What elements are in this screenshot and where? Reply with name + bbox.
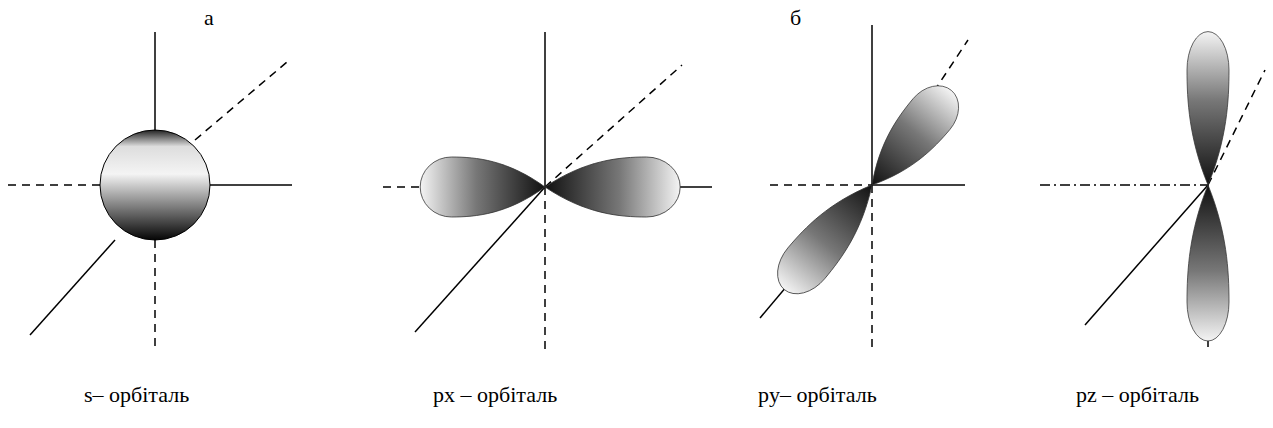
orbital-caption: pz – орбіталь xyxy=(1076,383,1199,407)
axes xyxy=(383,32,712,350)
axes xyxy=(1040,70,1265,352)
orbital-caption: py– орбіталь xyxy=(758,383,877,407)
py-orbital xyxy=(766,75,970,305)
orbital-caption: s– орбіталь xyxy=(84,383,189,407)
figure-letter: б xyxy=(790,6,801,30)
figure-letter: а xyxy=(204,6,214,30)
pz-orbital xyxy=(1187,32,1229,341)
axes xyxy=(8,32,292,350)
axes xyxy=(760,25,968,350)
s-orbital-sphere xyxy=(100,130,210,240)
orbital-caption: px – орбіталь xyxy=(433,383,557,407)
px-orbital xyxy=(420,157,680,217)
